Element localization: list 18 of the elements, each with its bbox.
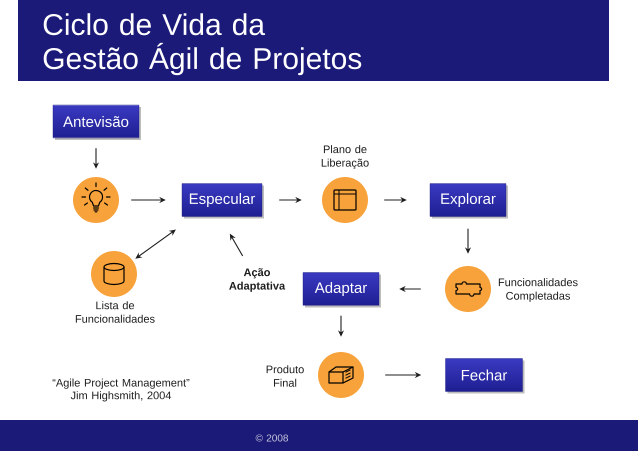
caption-text: Lista de Funcionalidades xyxy=(76,301,155,323)
window-icon xyxy=(322,177,368,223)
title: Ciclo de Vida da Gestão Ágil de Projetos xyxy=(44,13,362,76)
copyright-text: © 2008 xyxy=(256,434,288,442)
caption-text: Produto Final xyxy=(266,365,304,387)
package-icon xyxy=(318,352,364,398)
phase-box: Adaptar xyxy=(302,272,381,308)
phase-box: Especular xyxy=(182,183,264,218)
citation-text: “Agile Project Management” Jim Highsmith, 2004 xyxy=(52,378,190,402)
caption-text: Funcionalidades Completadas xyxy=(498,278,578,302)
callout-text: Ação Adaptativa xyxy=(229,268,286,292)
phase-box: Antevisão xyxy=(52,104,141,140)
puzzle-icon xyxy=(445,266,491,312)
lightbulb-icon xyxy=(73,177,119,223)
phase-box: Fechar xyxy=(445,358,524,394)
phase-box: Explorar xyxy=(430,183,508,218)
caption-text: Plano de Liberação xyxy=(322,145,369,169)
cylinder-icon xyxy=(91,251,137,297)
